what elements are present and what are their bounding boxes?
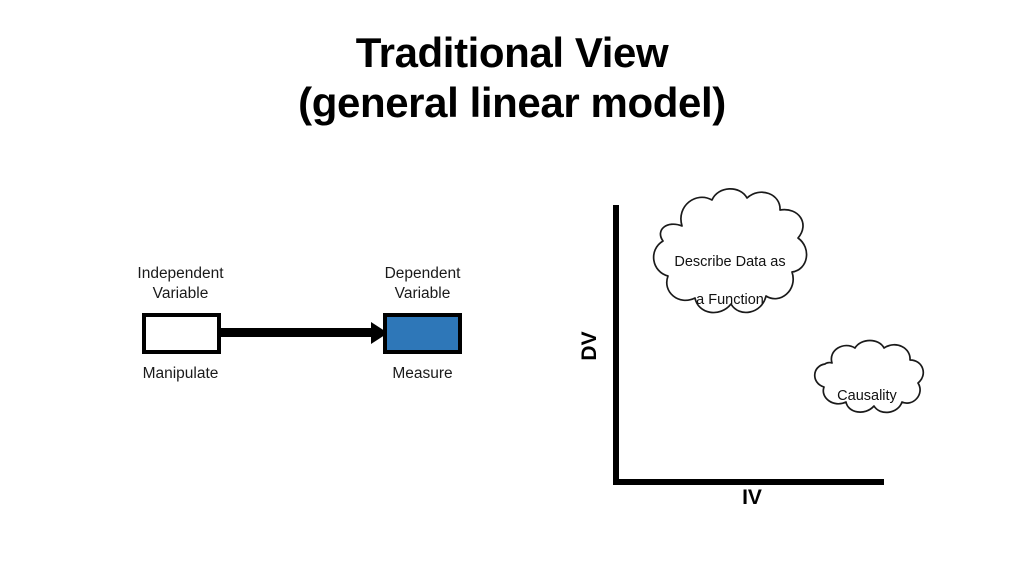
describe-data-cloud-line-1: Describe Data as: [674, 254, 786, 270]
manipulate-caption: Manipulate: [142, 365, 219, 382]
slide-title: Traditional View (general linear model): [0, 28, 1024, 128]
causality-cloud-line-1: Causality: [837, 388, 897, 404]
describe-data-cloud-text: Describe Data as a Function: [646, 234, 814, 329]
title-line-2: (general linear model): [298, 79, 726, 126]
independent-variable-box[interactable]: [142, 313, 221, 354]
dependent-variable-caption-line-2: Variable: [394, 284, 451, 302]
y-axis-label: DV: [578, 331, 601, 361]
independent-variable-caption-line-2: Variable: [152, 284, 209, 302]
describe-data-cloud-line-2: a Function: [696, 292, 764, 308]
independent-variable-caption-line-1: Independent: [137, 265, 224, 282]
x-axis-line: [613, 479, 884, 485]
causality-cloud-shape: [813, 339, 925, 414]
dependent-variable-caption-line-1: Dependent: [384, 265, 461, 282]
independent-variable-caption: Independent Variable: [101, 264, 260, 303]
x-axis-label: IV: [742, 486, 762, 509]
measure-caption: Measure: [392, 365, 453, 382]
describe-data-cloud[interactable]: Describe Data as a Function: [646, 182, 814, 328]
describe-data-cloud-shape: [652, 188, 808, 314]
iv-to-dv-arrow-shaft: [220, 328, 372, 337]
dependent-variable-caption: Dependent Variable: [343, 264, 502, 303]
dependent-variable-box[interactable]: [383, 313, 462, 354]
title-line-1: Traditional View: [355, 29, 669, 76]
y-axis-line: [613, 205, 619, 485]
causality-cloud-text: Causality: [806, 368, 928, 425]
causality-cloud[interactable]: Causality: [806, 337, 928, 419]
